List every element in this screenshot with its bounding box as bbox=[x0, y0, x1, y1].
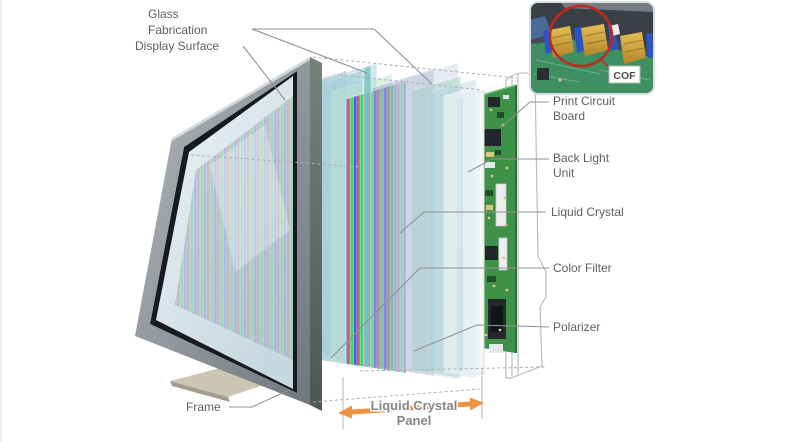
label-display-surface: Display Surface bbox=[135, 39, 219, 53]
leader-liquid-crystal bbox=[399, 211, 546, 234]
span-label-1: Liquid Crystal bbox=[371, 398, 458, 413]
page-left-border bbox=[0, 0, 2, 442]
labels: Glass Fabrication Display Surface Frame … bbox=[135, 7, 624, 414]
cof-gold-films bbox=[543, 24, 654, 64]
bezel-side-face bbox=[310, 57, 322, 411]
sheet-glass-4 bbox=[393, 62, 459, 380]
leader-back-light-unit bbox=[467, 158, 549, 173]
pcb-board bbox=[481, 84, 517, 353]
leader-display-surface bbox=[242, 45, 286, 101]
label-polarizer: Polarizer bbox=[553, 320, 600, 334]
panel-span: Liquid Crystal Panel bbox=[338, 369, 484, 430]
label-liquid-crystal: Liquid Crystal bbox=[551, 205, 624, 219]
cof-badge-label: COF bbox=[613, 70, 636, 82]
label-glass-fabrication-1: Glass bbox=[148, 7, 179, 21]
leader-glass-fabrication-2 bbox=[251, 28, 368, 74]
dashed-guides bbox=[190, 56, 547, 403]
red-circle-annotation bbox=[548, 4, 614, 68]
label-back-light-unit-1: Back Light bbox=[553, 151, 610, 165]
inset-border bbox=[529, 1, 655, 95]
span-arrow bbox=[338, 397, 484, 419]
leader-polarizer bbox=[413, 324, 550, 352]
label-color-filter: Color Filter bbox=[553, 261, 612, 275]
leader-glass-fabrication-1 bbox=[252, 28, 433, 85]
span-label-2: Panel bbox=[397, 413, 432, 428]
pcb-components bbox=[484, 95, 509, 353]
label-print-circuit-board-1: Print Circuit bbox=[553, 94, 616, 108]
bezel-top-rim bbox=[172, 57, 310, 141]
monitor-bezel bbox=[135, 57, 322, 411]
label-frame: Frame bbox=[186, 400, 221, 414]
leader-frame bbox=[229, 389, 290, 408]
layer-sheets bbox=[305, 62, 481, 380]
leader-print-circuit-board bbox=[499, 101, 549, 129]
diffuser-sheet bbox=[443, 84, 481, 378]
glass-sheen bbox=[210, 125, 290, 272]
glass-reflected-stripes bbox=[175, 96, 293, 360]
label-glass-fabrication-2: Fabrication bbox=[148, 23, 207, 37]
bezel-inner-trim bbox=[150, 71, 297, 393]
inset-photo: COF bbox=[529, 1, 655, 95]
sheet-glass-edge bbox=[363, 65, 372, 368]
leader-color-filter bbox=[330, 267, 549, 359]
cof-badge: COF bbox=[608, 65, 641, 84]
label-back-light-unit-2: Unit bbox=[553, 166, 575, 180]
label-print-circuit-board-2: Board bbox=[553, 109, 585, 123]
leader-lines bbox=[229, 28, 550, 408]
bezel-frame bbox=[135, 57, 310, 405]
